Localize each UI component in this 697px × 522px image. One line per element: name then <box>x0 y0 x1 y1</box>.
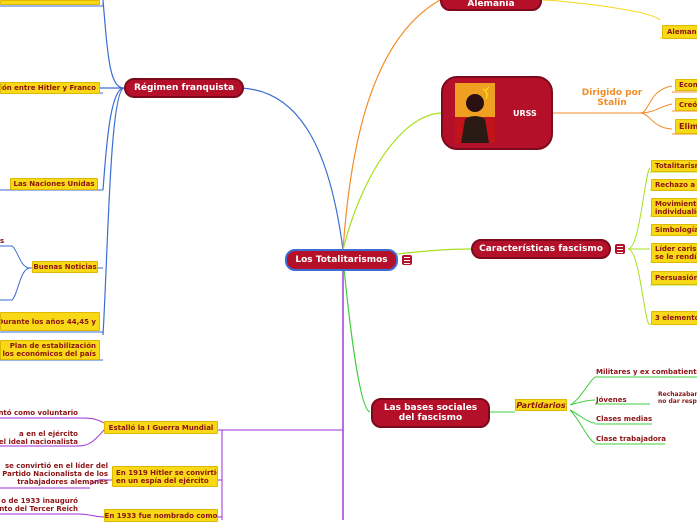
buenas-label: Buenas Noticias <box>33 263 97 271</box>
regimen-node[interactable]: Régimen franquista <box>124 78 244 98</box>
militares-label: Militares y ex combatientes <box>596 368 697 376</box>
espia-label: En 1919 Hitler se convirtió en un espía … <box>116 468 218 485</box>
nombrado-label: En 1933 fue nombrado como <box>104 511 218 520</box>
inauguro-label: o de 1933 inauguró mento del Tercer Reic… <box>0 497 78 513</box>
urss-label: URSS <box>513 108 537 118</box>
voluntario-text[interactable]: presentó como voluntario <box>0 408 78 418</box>
fascismo-label: Características fascismo <box>479 244 603 254</box>
alemania-node[interactable]: Alemania <box>440 0 542 11</box>
naciones-node[interactable]: Las Naciones Unidas <box>10 178 98 190</box>
fascismo-item-1[interactable]: Totalitarism <box>651 160 697 172</box>
connector-sociales <box>342 257 371 413</box>
stub-s: s <box>0 236 10 246</box>
aleman-right-node[interactable]: Aleman <box>662 25 697 39</box>
clase-trabajadora-label: Clase trabajadora <box>596 435 666 443</box>
guerra-node[interactable]: Estalló la I Guerra Mundial <box>104 421 218 434</box>
partidarios-label: Partidarios <box>516 400 566 410</box>
reunion-label: Reunión entre Hitler y Franco <box>1 84 96 92</box>
fascismo-node[interactable]: Características fascismo <box>471 239 611 259</box>
urss-item-3[interactable]: Elim <box>675 119 697 134</box>
fascismo-item-5-label: Líder carism se le rendía <box>655 245 697 261</box>
sociales-node[interactable]: Las bases sociales del fascismo <box>371 398 490 428</box>
jovenes-note-label: Rechazaban no dar resp <box>658 391 697 405</box>
jovenes-label: Jóvenes <box>596 396 627 404</box>
lider-text[interactable]: se convirtió en el líder del Partido Nac… <box>0 461 108 487</box>
fascismo-item-4[interactable]: Simbología <box>651 224 697 236</box>
ejercito-text[interactable]: a en el ejército mo el ideal nacionalist… <box>0 429 78 447</box>
partidarios-node[interactable]: Partidarios <box>515 399 567 411</box>
naciones-label: Las Naciones Unidas <box>13 180 95 188</box>
fascismo-item-6[interactable]: Persuasión <box>651 271 697 285</box>
connector-urss <box>342 112 442 251</box>
urss-node[interactable]: URSS <box>441 76 553 150</box>
central-node[interactable]: Los Totalitarismos <box>285 249 398 271</box>
plan-node[interactable]: Plan de estabilización los económicos de… <box>0 340 100 360</box>
fascismo-item-4-label: Simbología <box>655 226 697 234</box>
connector-regimen-trunk <box>100 0 125 336</box>
plan-label: Plan de estabilización los económicos de… <box>2 342 96 358</box>
stalin-poster-image <box>455 83 495 143</box>
fascismo-item-6-label: Persuasión <box>655 274 697 282</box>
guerra-label: Estalló la I Guerra Mundial <box>108 423 214 432</box>
alemania-label: Alemania <box>467 0 515 9</box>
fascismo-item-2-label: Rechazo a la <box>655 181 697 189</box>
sociales-label: Las bases sociales del fascismo <box>383 403 478 423</box>
ejercito-label: a en el ejército mo el ideal nacionalist… <box>0 430 78 446</box>
urss-item-1-label: Econ <box>679 81 697 89</box>
connector-alemania <box>342 0 441 251</box>
urss-item-2-label: Creó <box>679 100 697 109</box>
dirigido-label: Dirigido por Stalin <box>581 88 643 108</box>
jovenes-note: Rechazaban no dar resp <box>658 389 697 407</box>
fascismo-item-3[interactable]: Movimiento individualida <box>651 198 697 217</box>
regimen-label: Régimen franquista <box>133 83 235 93</box>
stub-s-label: s <box>0 237 5 245</box>
militares-node[interactable]: Militares y ex combatientes <box>596 367 697 377</box>
connector-sociales-out <box>490 376 697 445</box>
lider-label: se convirtió en el líder del Partido Nac… <box>2 462 108 486</box>
dirigido-text: Dirigido por Stalin <box>572 87 652 109</box>
urss-item-3-label: Elim <box>679 121 697 131</box>
jovenes-node[interactable]: Jóvenes <box>596 395 636 405</box>
clases-medias-node[interactable]: Clases medias <box>596 414 656 424</box>
fascismo-item-7-label: 3 elemento <box>655 314 697 322</box>
clases-medias-label: Clases medias <box>596 415 653 423</box>
clase-trabajadora-node[interactable]: Clase trabajadora <box>596 434 666 444</box>
urss-item-1[interactable]: Econ <box>675 79 697 91</box>
connector-urss-out <box>553 85 697 135</box>
nombrado-node[interactable]: En 1933 fue nombrado como <box>104 509 218 522</box>
fascismo-item-1-label: Totalitarism <box>655 162 697 170</box>
menu-icon[interactable] <box>402 255 412 265</box>
fascismo-item-7[interactable]: 3 elemento <box>651 311 697 325</box>
central-title: Los Totalitarismos <box>295 255 388 265</box>
urss-item-2[interactable]: Creó <box>675 98 697 111</box>
fascismo-item-3-label: Movimiento individualida <box>655 199 697 216</box>
anos-node[interactable]: Durante los años 44,45 y <box>0 312 100 331</box>
voluntario-label: presentó como voluntario <box>0 409 78 417</box>
buenas-node[interactable]: Buenas Noticias <box>32 261 98 273</box>
reunion-node[interactable]: Reunión entre Hitler y Franco <box>0 82 100 94</box>
espia-node[interactable]: En 1919 Hitler se convirtió en un espía … <box>112 466 218 487</box>
fascismo-item-2[interactable]: Rechazo a la <box>651 179 697 191</box>
fascismo-item-5[interactable]: Líder carism se le rendía <box>651 243 697 263</box>
stub-top-left[interactable] <box>0 0 100 5</box>
connector-regimen <box>239 87 344 251</box>
menu-icon[interactable] <box>615 244 625 254</box>
aleman-right-label: Aleman <box>667 28 697 36</box>
anos-label: Durante los años 44,45 y <box>0 317 96 326</box>
inauguro-text[interactable]: o de 1933 inauguró mento del Tercer Reic… <box>0 496 78 514</box>
